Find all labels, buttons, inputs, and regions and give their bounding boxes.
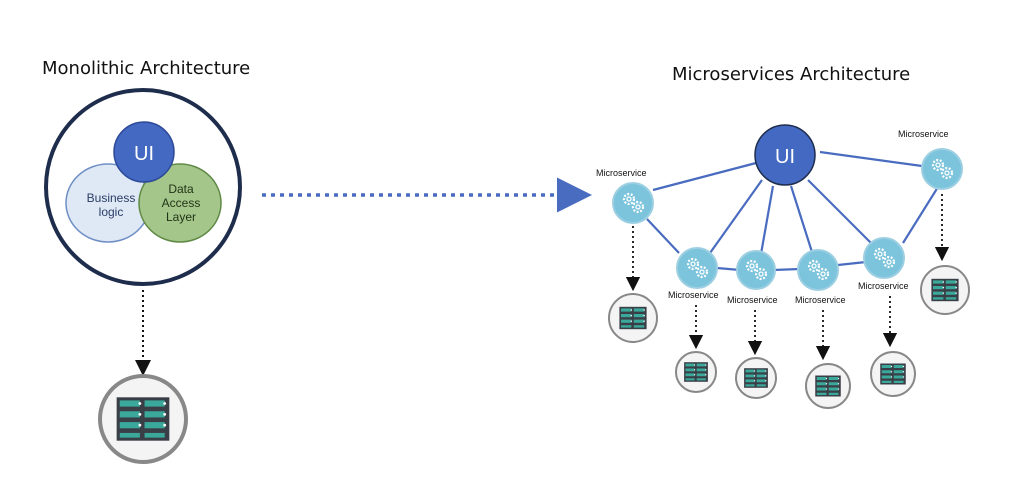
server-rack-icon-6 xyxy=(920,265,970,315)
service-label-2: Microservice xyxy=(668,290,719,300)
business-label-line1: Business xyxy=(87,191,136,205)
service-node-6 xyxy=(921,148,963,190)
micro-ui-circle xyxy=(754,124,816,186)
monolithic-title: Monolithic Architecture xyxy=(42,58,251,79)
data-access-layer-circle xyxy=(138,163,222,243)
monolith-ui-label: UI xyxy=(134,143,154,165)
data-label-line2: Access xyxy=(162,196,201,210)
service-node-1 xyxy=(612,182,654,224)
service-label-4: Microservice xyxy=(795,295,846,305)
monolith-group: UI Business logic Data Access Layer xyxy=(44,88,242,464)
server-rack-icon-2 xyxy=(675,351,717,393)
service-links xyxy=(646,150,939,272)
service-label-5: Microservice xyxy=(858,281,909,291)
data-label-line3: Layer xyxy=(166,210,196,224)
monolith-server-icon xyxy=(98,374,188,464)
service-label-1: Microservice xyxy=(596,168,647,178)
service-node-5 xyxy=(863,237,905,279)
monolith-ui-circle xyxy=(113,121,175,183)
service-node-4 xyxy=(797,249,839,291)
server-rack-icon-3 xyxy=(735,357,777,399)
service-node-3 xyxy=(736,250,776,290)
service-label-3: Microservice xyxy=(727,295,778,305)
service-label-6: Microservice xyxy=(898,129,949,139)
data-label-line1: Data xyxy=(168,182,194,196)
server-rack-icon-1 xyxy=(608,293,658,343)
service-node-2 xyxy=(676,247,718,289)
business-label-line2: logic xyxy=(99,205,124,219)
db-arrows xyxy=(625,194,950,361)
microservices-group: UI Microservice Microservic xyxy=(596,124,970,409)
microservices-title: Microservices Architecture xyxy=(672,64,911,85)
micro-ui-label: UI xyxy=(775,146,795,168)
server-rack-icon-5 xyxy=(870,351,916,397)
server-rack-icon-4 xyxy=(805,363,851,409)
